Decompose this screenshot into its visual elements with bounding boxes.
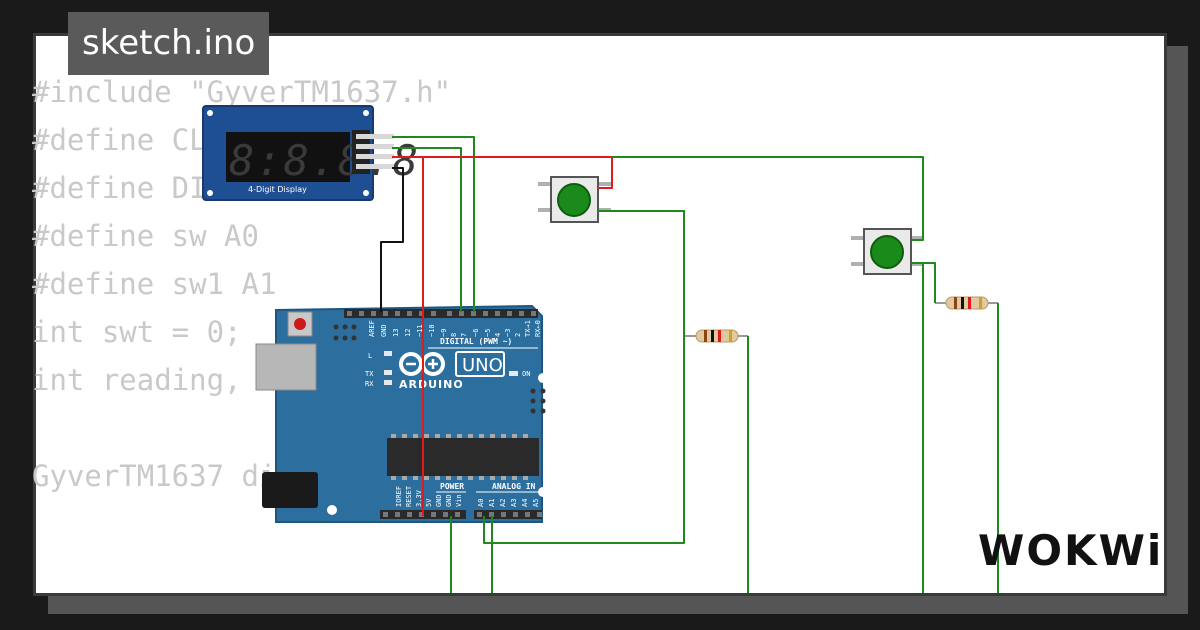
- led-label-l: L: [368, 352, 372, 360]
- reset-button[interactable]: [294, 318, 306, 330]
- pin-label: 13: [392, 329, 400, 337]
- code-line: int swt = 0;: [32, 315, 242, 349]
- button-cap[interactable]: [870, 235, 904, 269]
- pin-label: IOREF: [395, 486, 403, 507]
- usb-port: [255, 343, 317, 391]
- wire-button1-a0: [483, 210, 685, 544]
- pin-label: ~5: [484, 329, 492, 337]
- sketch-title: sketch.ino: [68, 12, 270, 75]
- code-line: #define sw1 A1: [32, 267, 277, 301]
- pin-label: 3.3V: [415, 489, 423, 507]
- led-rx: [384, 380, 392, 385]
- pin-label: A3: [510, 499, 518, 507]
- button-cap[interactable]: [557, 183, 591, 217]
- pin-label: ~10: [428, 324, 436, 337]
- wire-button2-resistor: [911, 262, 936, 303]
- resistor-2[interactable]: [935, 296, 998, 310]
- pin-label: RX←0: [534, 320, 542, 337]
- pin-label: GND: [435, 494, 443, 507]
- arduino-uno-board[interactable]: AREF GND 13 12 ~11 ~10 ~9 8 7 ~6 ~5 4 ~3…: [255, 304, 548, 523]
- led-label-rx: RX: [365, 380, 374, 388]
- pin-label: Vin: [455, 494, 463, 507]
- pin-label: ~9: [440, 329, 448, 337]
- led-tx: [384, 370, 392, 375]
- pin-label: A2: [499, 499, 507, 507]
- pin-label: GND: [380, 324, 388, 337]
- analog-header: [474, 510, 542, 519]
- wires: [380, 136, 999, 600]
- code-line: #define sw A0: [32, 219, 259, 253]
- digital-label: DIGITAL (PWM ~): [440, 337, 512, 346]
- pin-label: AREF: [368, 320, 376, 337]
- microcontroller-chip: [387, 438, 539, 476]
- pin-label: 5V: [425, 498, 433, 507]
- pin-label: 8: [450, 333, 458, 337]
- pin-label: RESET: [405, 485, 413, 507]
- led-label-on: ON: [522, 370, 530, 378]
- arduino-logo: ARDUINO: [399, 352, 464, 391]
- led-on: [509, 371, 518, 376]
- pin-label: 12: [404, 329, 412, 337]
- pin-label: A1: [488, 499, 496, 507]
- power-label: POWER: [440, 482, 464, 491]
- digital-header: [344, 309, 538, 318]
- push-button-2[interactable]: [851, 228, 924, 275]
- display-digits: 8:8.8.8: [229, 136, 420, 185]
- arduino-brand: ARDUINO: [399, 378, 464, 391]
- pin-label: 7: [460, 333, 468, 337]
- pin-label: ~11: [416, 324, 424, 337]
- analog-label: ANALOG IN: [492, 482, 536, 491]
- led-label-tx: TX: [365, 370, 374, 378]
- wire-button2-feed: [612, 156, 924, 241]
- pin-label: GND: [445, 494, 453, 507]
- pin-label: A0: [477, 499, 485, 507]
- seven-segment-display: [226, 132, 350, 182]
- push-button-1[interactable]: [538, 176, 611, 223]
- display-label: 4-Digit Display: [248, 185, 307, 194]
- arduino-model: UNO: [462, 355, 503, 376]
- led-l: [384, 351, 392, 356]
- wire-gnd: [380, 167, 404, 312]
- resistor-1[interactable]: [684, 329, 748, 343]
- pin-label: A4: [521, 499, 529, 507]
- tm1637-display-module[interactable]: 8:8.8.8 4-Digit Display: [202, 105, 420, 201]
- power-jack: [262, 472, 318, 508]
- pin-label: 2: [514, 333, 522, 337]
- wire-clk: [392, 136, 475, 312]
- pin-label: ~3: [504, 329, 512, 337]
- card-shadow-bottom: [48, 594, 1188, 614]
- wire-vcc-button: [392, 156, 613, 189]
- pin-label: ~6: [472, 329, 480, 337]
- card-bottom-border: [33, 593, 1167, 596]
- pin-label: A5: [532, 499, 540, 507]
- wire-dio: [392, 147, 462, 312]
- code-line: #include "GyverTM1637.h": [32, 75, 452, 109]
- pin-label: TX→1: [524, 320, 532, 337]
- wokwi-logo: WOKWi: [978, 526, 1164, 575]
- pin-label: 4: [494, 333, 502, 337]
